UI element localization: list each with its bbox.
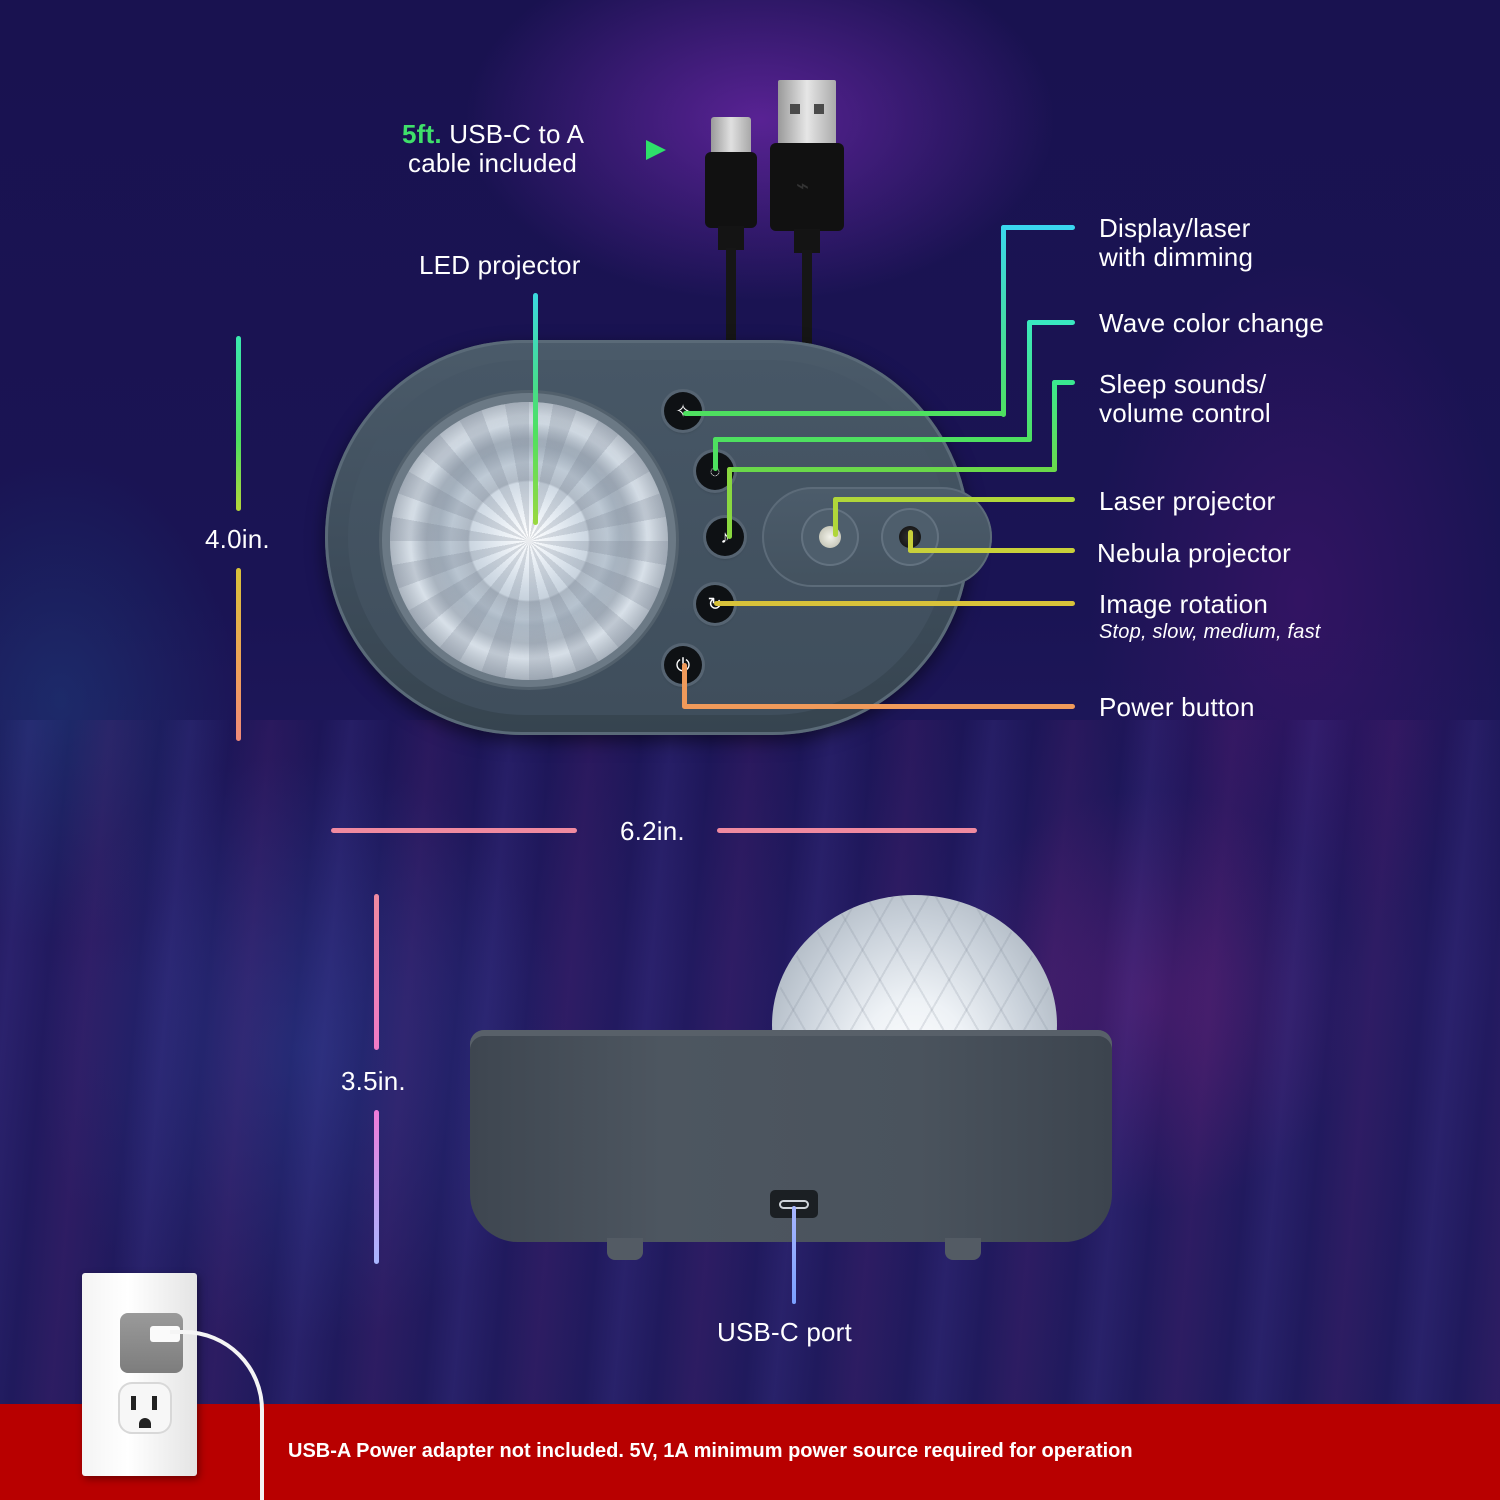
usb-c-strain-relief bbox=[718, 226, 744, 250]
wave-color-label: Wave color change bbox=[1099, 308, 1324, 338]
image-rotation-label: Image rotation Stop, slow, medium, fast bbox=[1099, 590, 1321, 645]
sleep-sounds-label-line2: volume control bbox=[1099, 398, 1271, 428]
height-top-dimension: 4.0in. bbox=[205, 524, 270, 554]
power-leader-v bbox=[682, 663, 687, 708]
projector-lens-housing bbox=[762, 487, 992, 587]
height-top-dimension-line-upper bbox=[236, 336, 241, 511]
warning-banner-text: USB-A Power adapter not included. 5V, 1A… bbox=[288, 1440, 1133, 1462]
usb-c-wire bbox=[726, 248, 736, 343]
usb-c-plug bbox=[711, 117, 751, 155]
music-note-icon: ♪ bbox=[720, 526, 730, 547]
sleep-sounds-leader-h2 bbox=[727, 467, 1057, 472]
display-laser-leader-h2 bbox=[683, 411, 1006, 416]
outlet-slot-left bbox=[131, 1396, 136, 1410]
power-button-label: Power button bbox=[1099, 692, 1255, 722]
cable-included: cable included bbox=[408, 148, 578, 178]
charging-cord bbox=[170, 1330, 264, 1500]
right-foot bbox=[945, 1238, 981, 1260]
outlet-ground-hole bbox=[139, 1418, 151, 1428]
sleep-sounds-label-line1: Sleep sounds/ bbox=[1099, 369, 1267, 399]
width-dimension-line-right bbox=[717, 828, 977, 833]
display-laser-leader-v bbox=[1001, 225, 1006, 417]
image-rotation-title: Image rotation bbox=[1099, 589, 1269, 619]
sleep-sounds-leader-h1 bbox=[1052, 380, 1075, 385]
image-rotation-leader bbox=[714, 601, 1075, 606]
laser-projector-label: Laser projector bbox=[1099, 486, 1276, 516]
sleep-sounds-leader-v1 bbox=[1052, 380, 1057, 472]
cable-callout: 5ft. USB-C to A cable included bbox=[402, 120, 584, 178]
usb-a-plug bbox=[778, 80, 836, 146]
display-laser-label-line1: Display/laser bbox=[1099, 213, 1251, 243]
display-laser-label-line2: with dimming bbox=[1099, 242, 1254, 272]
display-laser-leader-h1 bbox=[1001, 225, 1075, 230]
outlet-slot-right bbox=[152, 1396, 157, 1410]
image-rotation-subtitle: Stop, slow, medium, fast bbox=[1099, 621, 1321, 643]
usb-a-connector-body: ⌁ bbox=[770, 143, 844, 231]
sleep-sounds-leader-v2 bbox=[727, 467, 732, 539]
height-side-dimension-line-lower bbox=[374, 1110, 379, 1264]
lens-facets bbox=[390, 402, 668, 680]
wave-color-leader-v1 bbox=[1027, 320, 1032, 442]
wave-color-leader-h2 bbox=[713, 437, 1032, 442]
led-projector-label: LED projector bbox=[419, 250, 581, 280]
laser-projector-lens bbox=[801, 508, 859, 566]
sleep-sounds-label: Sleep sounds/ volume control bbox=[1099, 370, 1271, 428]
usb-c-port-label: USB-C port bbox=[717, 1317, 852, 1347]
led-projector-lens bbox=[390, 402, 668, 680]
wave-color-leader-v2 bbox=[713, 437, 718, 471]
width-dimension-line-left bbox=[331, 828, 577, 833]
nebula-projector-leader-v bbox=[908, 530, 913, 553]
usb-a-wire bbox=[802, 250, 812, 345]
wave-color-leader-h1 bbox=[1027, 320, 1075, 325]
height-side-dimension-line-upper bbox=[374, 894, 379, 1050]
height-side-dimension: 3.5in. bbox=[341, 1066, 406, 1096]
usb-a-strain-relief bbox=[794, 229, 820, 253]
laser-projector-leader-v bbox=[833, 497, 838, 537]
play-arrow-icon bbox=[646, 140, 666, 160]
power-leader-h bbox=[682, 704, 1075, 709]
usb-trident-icon: ⌁ bbox=[796, 173, 810, 198]
left-foot bbox=[607, 1238, 643, 1260]
cable-type: USB-C to A bbox=[441, 119, 585, 149]
dome-facets bbox=[772, 895, 1057, 1035]
cable-length: 5ft. bbox=[402, 119, 442, 149]
laser-projector-leader-h bbox=[833, 497, 1075, 502]
height-top-dimension-line-lower bbox=[236, 568, 241, 741]
usb-c-port-leader bbox=[792, 1206, 796, 1304]
width-dimension: 6.2in. bbox=[620, 816, 685, 846]
sleep-sounds-button[interactable]: ♪ bbox=[706, 518, 744, 556]
usb-c-connector-body bbox=[705, 152, 757, 228]
nebula-projector-label: Nebula projector bbox=[1097, 538, 1291, 568]
display-laser-label: Display/laser with dimming bbox=[1099, 214, 1253, 272]
nebula-projector-leader-h bbox=[908, 548, 1075, 553]
led-projector-leader bbox=[533, 293, 538, 525]
